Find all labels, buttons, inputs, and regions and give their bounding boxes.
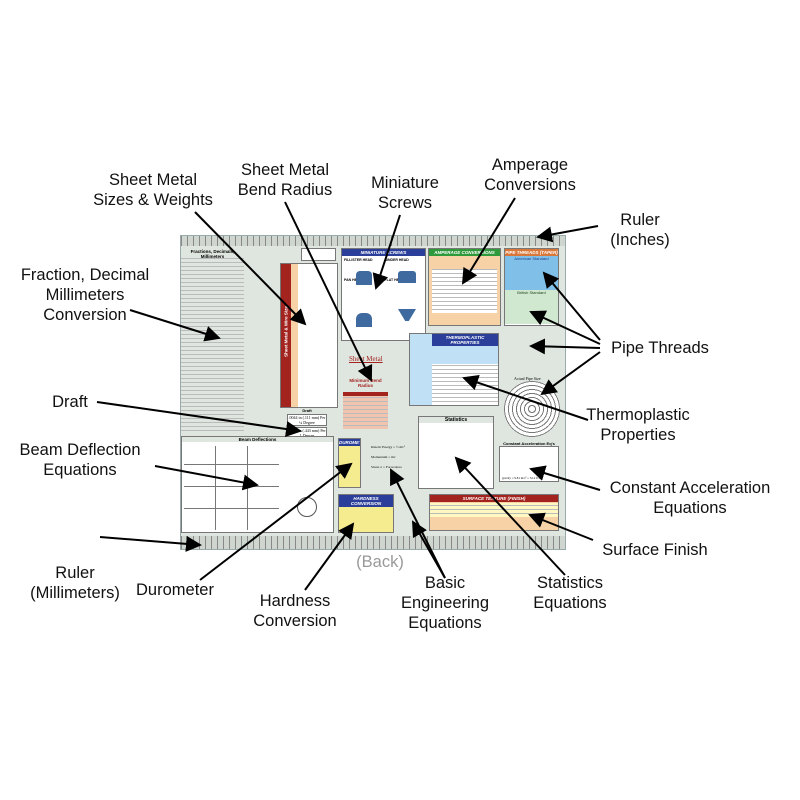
arrow-sheet-metal-sizes (194, 211, 307, 326)
callout-ruler-inches: Ruler (Inches) (610, 211, 670, 249)
callout-ruler-mm: Ruler (Millimeters) (30, 564, 120, 602)
momentum-eq: Momentum = mv (371, 455, 396, 459)
kinetic-eq: Kinetic Energy = ½ mv² (371, 445, 405, 449)
callout-constant-acc: Constant Acceleration Equations (609, 479, 771, 517)
const-acc-panel: Constant Acceleration Eq's gravity = 9.8… (499, 441, 559, 489)
actual-pipe-label: Actual Pipe Size (514, 376, 541, 381)
pipe-threads-title: PIPE THREADS (TAPER) (505, 249, 558, 256)
back-label: (Back) (356, 553, 404, 571)
fractions-table: Fractions, Decimals, Millimeters (181, 249, 244, 434)
callout-durometer: Durometer (136, 581, 214, 599)
mm-ruler (181, 536, 565, 549)
basic-equations: Kinetic Energy = ½ mv² Momentum = mv Str… (371, 442, 416, 472)
arrow-basic-eq-2 (412, 520, 446, 579)
callout-bend-radius: Sheet Metal Bend Radius (237, 161, 333, 199)
gravity-text: gravity = 9.81 m/s² = 32.2 ft/s² (502, 476, 542, 480)
arrow-ruler-inches (536, 225, 599, 243)
callout-thermoplastic: Thermoplastic Properties (586, 406, 690, 444)
arrow-pipe-1 (542, 271, 601, 341)
sheet-metal-wire-size: Sheet Metal & Wire Size (280, 263, 338, 408)
callout-fraction: Fraction, Decimal Millimeters Conversion (20, 266, 150, 324)
sheet-metal-title: Sheet Metal (349, 355, 383, 363)
draft-title: Draft (302, 408, 312, 413)
arrow-thermoplastic (462, 374, 589, 421)
callout-statistics: Statistics Equations (533, 574, 607, 612)
durometer-title: DUROMETER (339, 439, 360, 446)
arrow-hardness (304, 522, 355, 591)
arrow-miniature-screws (372, 214, 401, 290)
arrow-amperage (461, 197, 516, 285)
pan-label: PAN HEAD (344, 278, 363, 282)
arrow-fraction (129, 309, 221, 342)
arrow-durometer (199, 462, 353, 581)
arrow-constant-acc (529, 465, 601, 491)
callout-beam: Beam Deflection Equations (19, 441, 141, 479)
beam-title: Beam Deflections (182, 437, 333, 442)
min-bend-radius: Minimum Bend Radius (343, 378, 388, 429)
statistics-panel: Statistics (418, 416, 494, 489)
arrow-draft (96, 401, 302, 437)
callout-amperage: Amperage Conversions (484, 156, 576, 194)
arrow-pipe-3 (529, 338, 601, 355)
fractions-title: Fractions, Decimals, Millimeters (190, 249, 235, 259)
hardness-panel: HARDNESS CONVERSION (338, 494, 394, 533)
statistics-title: Statistics (419, 417, 493, 423)
callout-pipe-threads: Pipe Threads (611, 339, 709, 357)
hardness-title: HARDNESS CONVERSION (339, 495, 393, 507)
fillister-label: FILLISTER HEAD (344, 258, 373, 262)
inch-ruler (181, 236, 565, 246)
arrow-ruler-mm (99, 535, 202, 552)
callout-sheet-metal-sizes: Sheet Metal Sizes & Weights (93, 171, 213, 209)
arrow-pipe-2 (529, 310, 601, 345)
amperage-title: AMPERAGE CONVERSIONS (429, 249, 500, 256)
stress-eq: Stress σ = Force/Area (371, 465, 402, 469)
callout-draft: Draft (52, 393, 88, 411)
thermo-title: THERMOPLASTIC PROPERTIES (432, 334, 498, 346)
callout-basic-eq: Basic Engineering Equations (400, 574, 490, 632)
arrow-surface-finish (528, 512, 594, 541)
callout-surface-finish: Surface Finish (602, 541, 708, 559)
arrow-bend-radius (284, 201, 373, 382)
arrow-beam (154, 465, 259, 491)
arrow-statistics (454, 456, 566, 576)
callout-miniature-screws: Miniature Screws (371, 174, 439, 212)
miniature-screws-title: MINIATURE SCREWS (342, 249, 425, 256)
callout-hardness: Hardness Conversion (253, 592, 337, 630)
amperage-panel: AMPERAGE CONVERSIONS (428, 248, 501, 326)
const-acc-title: Constant Acceleration Eq's (503, 441, 555, 446)
arrow-basic-eq-1 (390, 468, 446, 579)
binder-label: BINDER HEAD (384, 258, 409, 262)
arrow-pipe-4 (540, 351, 601, 396)
